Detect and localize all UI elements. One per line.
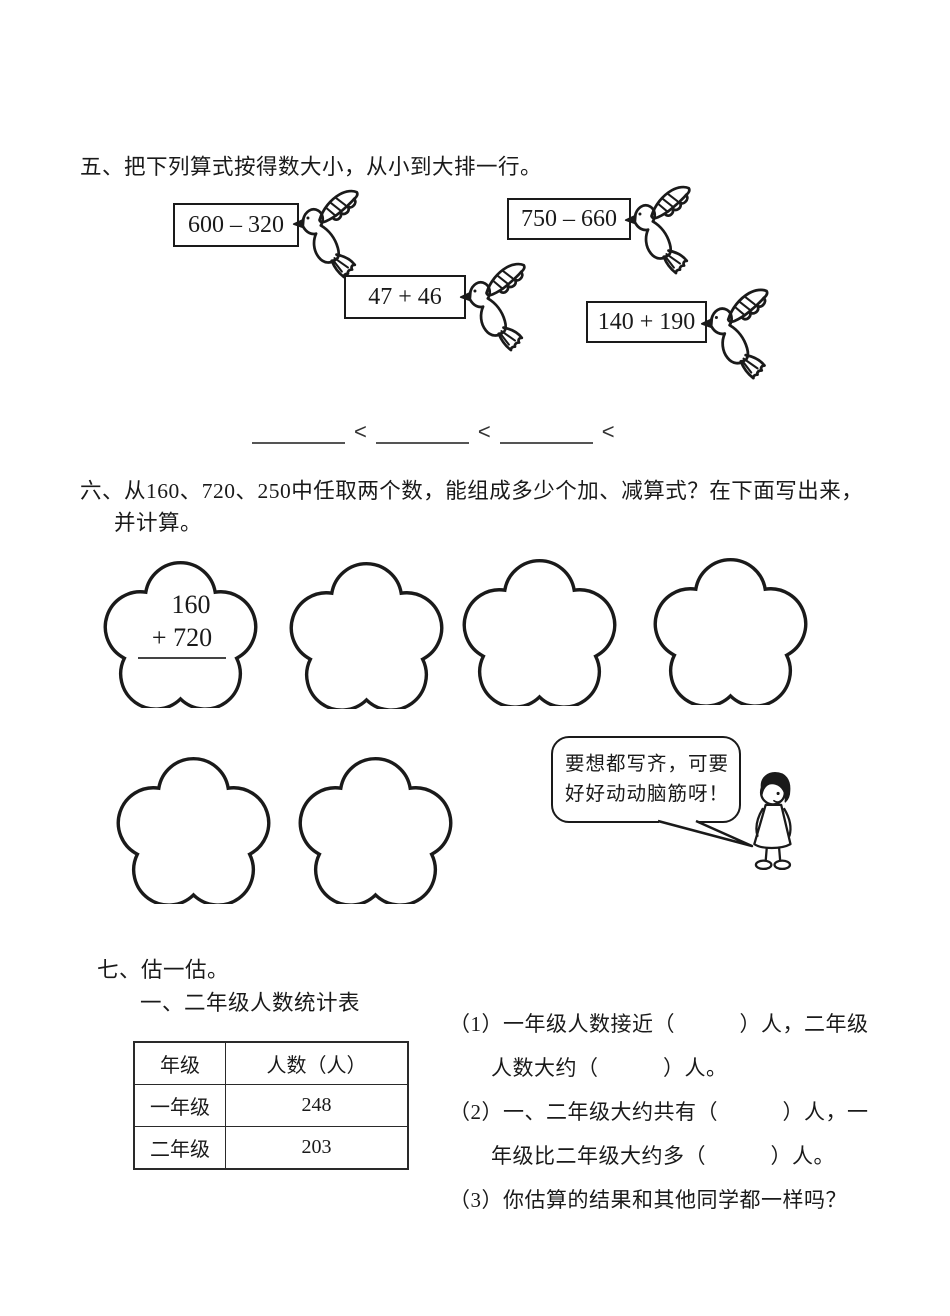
section7-heading: 七、估一估。 [97,958,230,982]
comparison-row: < < < [252,420,624,444]
expression-box-47-46: 47 + 46 [344,275,466,319]
addend-bottom: + 720 [138,621,226,659]
flower-outline-icon [457,554,622,706]
flower-outline-icon [111,752,276,904]
question-2-line1: （2）一、二年级大约共有（ ）人，一 [449,1100,869,1124]
table-row: 二年级 203 [133,1126,409,1170]
table-header-row: 年级 人数（人） [133,1041,409,1085]
less-than-sign: < [354,419,367,444]
flower-outline-icon [284,557,449,709]
answer-blank [375,420,469,444]
expression-box-140-190: 140 + 190 [586,301,707,343]
less-than-sign: < [477,419,491,444]
child-hair [760,772,791,803]
flower-answer-slot [111,752,276,904]
table-cell-grade2-count: 203 [225,1126,409,1170]
question-3-line1: （3）你估算的结果和其他同学都一样吗？ [449,1188,847,1212]
dove-icon [458,260,534,360]
table-cell-grade1-count: 248 [225,1084,409,1127]
answer-blank [499,420,593,444]
table-header-count: 人数（人） [225,1041,409,1085]
flower-example: 160 + 720 [98,556,263,708]
table-cell-grade1: 一年级 [133,1084,226,1127]
section7-subtitle: 一、二年级人数统计表 [140,991,361,1015]
example-addition: 160 + 720 [138,588,226,659]
dove-icon [699,286,777,388]
answer-blank [252,420,345,444]
question-2-line2: 年级比二年级大约多（ ）人。 [491,1144,835,1168]
dove-icon [623,183,699,283]
section6-heading-line2: 并计算。 [114,511,203,535]
estimation-questions: （1）一年级人数接近（ ）人，二年级 人数大约（ ）人。 （2）一、二年级大约共… [449,1002,934,1222]
statistics-table: 年级 人数（人） 一年级 248 二年级 203 [133,1041,409,1170]
expression-box-750-660: 750 – 660 [507,198,631,240]
expression-box-600-320: 600 – 320 [173,203,299,247]
flower-outline-icon [293,752,458,904]
flower-answer-slot [648,553,813,705]
flower-outline-icon [648,553,813,705]
child-dress [753,803,792,850]
flower-answer-slot [284,557,449,709]
speech-bubble-line1: 要想都写齐，可要 [565,753,730,775]
speech-bubble-line2: 好好动动脑筋呀！ [565,783,730,805]
section6-heading-line1: 六、从160、720、250中任取两个数，能组成多少个加、减算式？在下面写出来， [80,479,864,503]
addend-top: 160 [171,590,211,619]
speech-bubble-tail [657,819,754,848]
flower-answer-slot [457,554,622,706]
table-row: 一年级 248 [133,1084,409,1127]
less-than-sign: < [601,419,615,444]
section5-heading: 五、把下列算式按得数大小，从小到大排一行。 [80,155,543,179]
speech-bubble: 要想都写齐，可要 好好动动脑筋呀！ [551,736,741,823]
question-1-line2: 人数大约（ ）人。 [491,1056,728,1080]
dove-icon [291,187,367,287]
table-cell-grade2: 二年级 [133,1126,226,1170]
flower-answer-slot [293,752,458,904]
child-figure [753,772,792,871]
question-1-line1: （1）一年级人数接近（ ）人，二年级 [449,1012,869,1036]
table-header-grade: 年级 [133,1041,226,1085]
